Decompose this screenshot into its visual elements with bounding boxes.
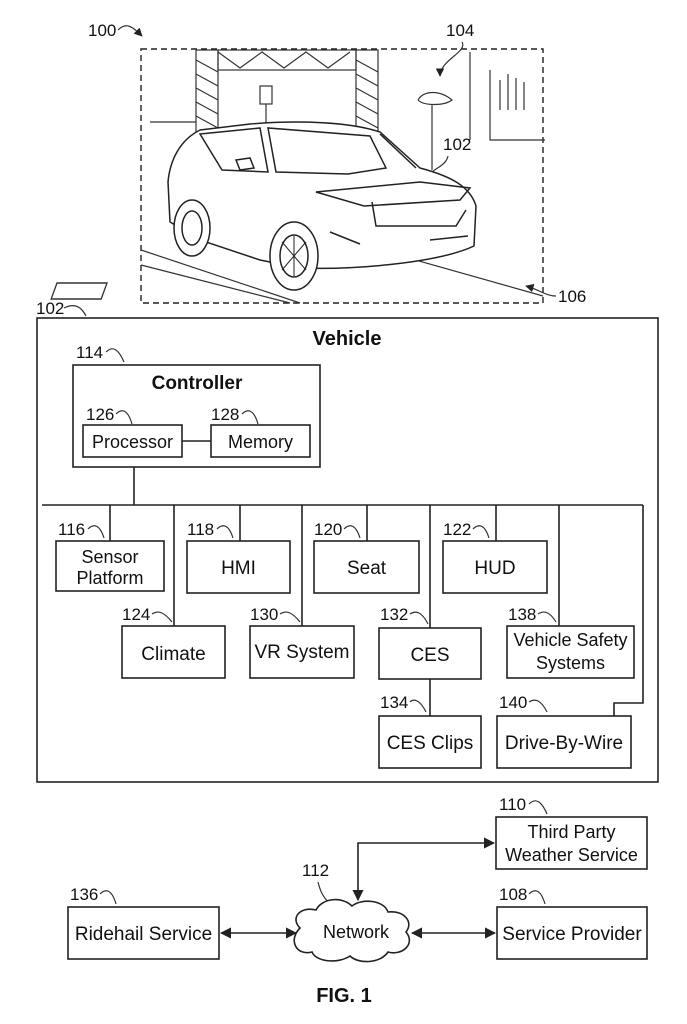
memory-box — [210, 424, 311, 458]
background-buildings-drawing — [417, 52, 545, 170]
ref-memory: 128 — [211, 405, 239, 424]
ces-clips-label: CES Clips — [387, 733, 474, 754]
ref-network: 112 — [302, 861, 329, 880]
ref-weather: 110 — [499, 795, 526, 814]
leader-environment — [435, 41, 464, 77]
vr-system-label: VR System — [254, 642, 349, 663]
ref-vehicle-scene: 102 — [443, 135, 471, 154]
scene-frame — [140, 48, 544, 304]
hmi-label: HMI — [221, 558, 256, 579]
vehicle-safety-label-1: Vehicle Safety — [513, 630, 627, 650]
ref-ces: 132 — [380, 605, 408, 624]
ref-processor: 126 — [86, 405, 114, 424]
drive-by-wire-label: Drive-By-Wire — [505, 733, 623, 754]
ref-ces-clips: 134 — [380, 693, 408, 712]
ces-clips-box — [378, 715, 482, 769]
ref-system: 100 — [88, 21, 116, 40]
leader-drive-by-wire — [528, 699, 548, 713]
ref-seat: 120 — [314, 520, 342, 539]
vehicle-bus — [42, 467, 644, 716]
ces-label: CES — [410, 645, 449, 666]
ces-box — [378, 627, 482, 680]
hud-label: HUD — [474, 558, 515, 579]
provider-box — [496, 906, 648, 960]
ref-sensor-platform: 116 — [58, 520, 85, 539]
controller-title: Controller — [152, 373, 243, 394]
leader-processor — [115, 410, 133, 425]
leader-climate — [151, 611, 173, 623]
hmi-box — [186, 540, 291, 594]
vehicle-safety-box — [506, 625, 635, 679]
weather-network-link — [352, 837, 496, 902]
hud-box — [442, 540, 548, 594]
weather-label-1: Third Party — [527, 822, 615, 842]
leader-hmi — [216, 525, 234, 539]
vehicle-title: Vehicle — [313, 328, 382, 350]
leader-memory — [241, 410, 259, 425]
ref-controller: 114 — [76, 343, 103, 362]
ridehail-label: Ridehail Service — [75, 924, 212, 945]
vehicle-scene-illustration: 100 104 102 106 — [50, 21, 586, 306]
leader-vehicle-block — [63, 305, 87, 317]
provider-label: Service Provider — [502, 924, 642, 945]
leader-system — [117, 25, 143, 37]
leader-provider — [528, 890, 546, 905]
leader-vehicle-safety — [537, 611, 557, 623]
seat-label: Seat — [347, 558, 387, 579]
sensor-platform-label-2: Platform — [76, 568, 143, 588]
ref-hud: 122 — [443, 520, 471, 539]
ref-provider: 108 — [499, 885, 527, 904]
leader-ces — [409, 611, 429, 625]
leader-seat — [343, 525, 361, 539]
vehicle-safety-label-2: Systems — [536, 653, 605, 673]
gantry-drawing — [150, 49, 379, 137]
figure-caption: FIG. 1 — [316, 985, 372, 1007]
ref-vehicle-block: 102 — [36, 299, 64, 318]
leader-hud — [472, 525, 490, 539]
ref-environment: 104 — [446, 21, 474, 40]
leader-road — [525, 284, 557, 297]
leader-controller — [105, 348, 125, 363]
leader-vr-system — [279, 611, 301, 623]
memory-label: Memory — [228, 432, 293, 452]
ref-climate: 124 — [122, 605, 150, 624]
network-label: Network — [323, 922, 390, 942]
ref-vr-system: 130 — [250, 605, 278, 624]
climate-box — [121, 625, 226, 679]
leader-ces-clips — [409, 699, 427, 713]
ref-vehicle-safety: 138 — [508, 605, 536, 624]
drive-by-wire-box — [496, 715, 632, 769]
climate-label: Climate — [141, 644, 205, 665]
vr-system-box — [249, 625, 355, 679]
seat-box — [313, 540, 420, 594]
car-drawing — [167, 121, 477, 291]
ridehail-box — [67, 906, 220, 960]
sensor-platform-box — [55, 540, 165, 592]
ref-ridehail: 136 — [70, 885, 98, 904]
network-cloud — [293, 898, 411, 963]
ref-road: 106 — [558, 287, 586, 306]
weather-label-2: Weather Service — [505, 845, 638, 865]
leader-sensor-platform — [87, 525, 105, 539]
ref-drive-by-wire: 140 — [499, 693, 527, 712]
sensor-platform-label-1: Sensor — [81, 547, 138, 567]
weather-box — [495, 816, 648, 870]
ref-hmi: 118 — [187, 520, 214, 539]
leader-ridehail — [99, 890, 117, 905]
processor-label: Processor — [92, 432, 173, 452]
leader-weather — [528, 800, 548, 815]
